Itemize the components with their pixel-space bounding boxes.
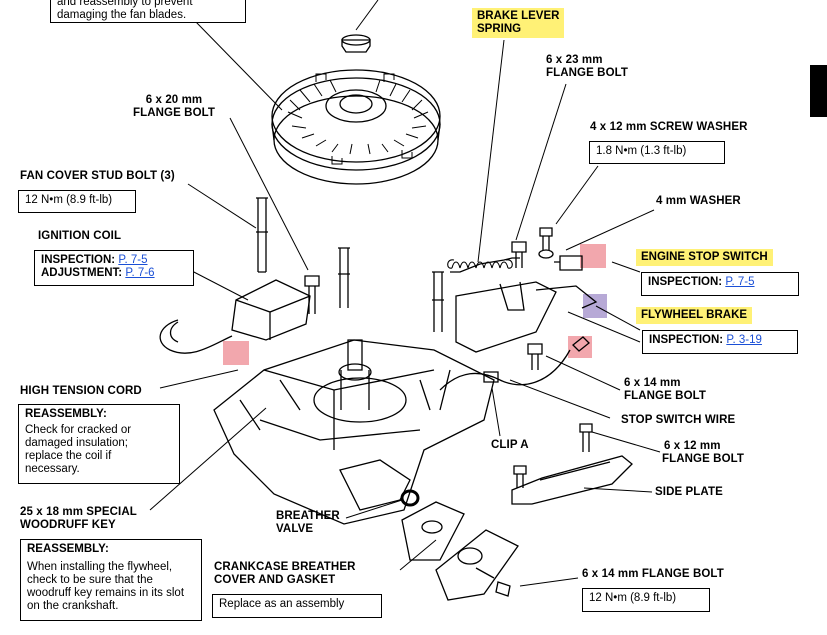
- flange-bolt: [511, 241, 527, 268]
- stop-switch-wire-label: STOP SWITCH WIRE: [621, 414, 736, 426]
- washer: [538, 249, 554, 259]
- flange-bolt-6x23-name: FLANGE BOLT: [546, 67, 629, 79]
- screw: [539, 227, 553, 250]
- coil-clip-marker: [223, 341, 249, 365]
- ignition-inspection-link[interactable]: P. 7-5: [118, 254, 148, 266]
- crankcase-breather-note: Replace as an assembly: [219, 598, 345, 610]
- crankcase-breather-line-2: COVER AND GASKET: [214, 574, 336, 586]
- flange-bolt-6x20-name: FLANGE BOLT: [133, 107, 216, 119]
- flange-bolt-6x14-a-name: FLANGE BOLT: [624, 390, 707, 402]
- leader-lines: [149, 0, 661, 587]
- crankcase-breather-line-1: CRANKCASE BREATHER: [214, 561, 356, 573]
- stud-bolt: [432, 271, 444, 332]
- screw-washer-label: 4 x 12 mm SCREW WASHER: [590, 121, 748, 133]
- flange-bolt: [513, 465, 527, 488]
- ignition-adjustment-link[interactable]: P. 7-6: [125, 267, 155, 279]
- brake-shoe-marker: [568, 336, 592, 358]
- key-reassembly-title: REASSEMBLY:: [27, 543, 109, 555]
- ignition-adjustment-row: ADJUSTMENT: P. 7-6: [41, 267, 187, 280]
- flywheel-brake-assembly: [450, 255, 598, 353]
- stop-switch-wire: [439, 349, 571, 391]
- high-tension-cord-label: HIGH TENSION CORD: [20, 385, 142, 397]
- breather-cover: [435, 529, 519, 601]
- key-reassembly-line: When installing the flywheel,: [27, 561, 173, 573]
- breather-valve-label: BREATHER VALVE: [276, 510, 340, 536]
- ignition-coil: [159, 279, 311, 354]
- flange-bolt-6x20-label: 6 x 20 mm FLANGE BOLT: [133, 94, 215, 120]
- flange-bolt-6x14-b-label: 6 x 14 mm FLANGE BOLT: [582, 568, 724, 580]
- flange-bolt-6x20-size: 6 x 20 mm: [145, 94, 203, 106]
- flange-bolt-6x14-a-size: 6 x 14 mm: [624, 377, 681, 389]
- htc-reassembly-line: replace the coil if: [25, 450, 112, 462]
- htc-reassembly-line: Check for cracked or: [25, 424, 132, 436]
- flange-bolt-6x12-size: 6 x 12 mm: [664, 440, 721, 452]
- brake-lever-spring-line-1: BRAKE LEVER: [477, 10, 560, 22]
- woodruff-key-size: 25 x 18 mm SPECIAL: [20, 506, 137, 518]
- flywheel-brake-label: FLYWHEEL BRAKE: [636, 307, 753, 324]
- side-plate-label: SIDE PLATE: [655, 486, 723, 498]
- fan-cover-stud-bolt-label: FAN COVER STUD BOLT (3): [20, 170, 175, 182]
- ignition-inspection-row: INSPECTION: P. 7-5: [41, 254, 187, 267]
- flange-bolt: [527, 343, 543, 370]
- flange-bolt: [579, 423, 593, 452]
- flywheel-brake-inspection-box: INSPECTION: P. 3-19: [642, 330, 798, 354]
- washer-4mm-label: 4 mm WASHER: [656, 195, 741, 207]
- stud-bolt: [256, 197, 268, 273]
- breather-valve-line-1: BREATHER: [276, 510, 340, 522]
- engine-stop-switch-label: ENGINE STOP SWITCH: [636, 249, 773, 266]
- stop-switch-inspection-box: INSPECTION: P. 7-5: [641, 272, 799, 296]
- flywheel-brake-inspection-link[interactable]: P. 3-19: [726, 334, 762, 346]
- ignition-coil-box: INSPECTION: P. 7-5 ADJUSTMENT: P. 7-6: [34, 250, 194, 286]
- flywheel-brake-inspection-label: INSPECTION:: [649, 334, 724, 346]
- ignition-coil-label: IGNITION COIL: [38, 230, 122, 242]
- brake-lever-spring: [447, 259, 513, 269]
- htc-reassembly-line: damaged insulation;: [25, 437, 128, 449]
- breather-valve-line-2: VALVE: [276, 523, 314, 535]
- brake-lever-spring-label: BRAKE LEVER SPRING: [472, 8, 565, 38]
- woodruff-key-name: WOODRUFF KEY: [20, 519, 116, 531]
- flange-bolt-6x12-label: 6 x 12 mm FLANGE BOLT: [662, 440, 744, 466]
- top-note-box: and reassembly to prevent damaging the f…: [50, 0, 246, 23]
- flange-bolt-6x12-name: FLANGE BOLT: [662, 453, 745, 465]
- htc-reassembly-box: REASSEMBLY: Check for cracked or damaged…: [18, 404, 180, 484]
- stop-switch-inspection-link[interactable]: P. 7-5: [725, 276, 755, 288]
- screw-washer-torque: 1.8 N•m (1.3 ft-lb): [596, 145, 687, 157]
- stop-switch-marker: [580, 244, 606, 268]
- screw-washer-torque-box: 1.8 N•m (1.3 ft-lb): [589, 141, 725, 164]
- flange-bolt-6x23-label: 6 x 23 mm FLANGE BOLT: [546, 54, 628, 80]
- flange-bolt-6x23-size: 6 x 23 mm: [546, 54, 603, 66]
- flywheel: [271, 34, 441, 185]
- flange-bolt-6x14-b-torque: 12 N•m (8.9 ft-lb): [589, 592, 677, 604]
- htc-reassembly-title: REASSEMBLY:: [25, 408, 107, 420]
- flywheel-brake-inspection-row: INSPECTION: P. 3-19: [649, 334, 791, 347]
- flange-bolt-6x14-a-label: 6 x 14 mm FLANGE BOLT: [624, 377, 706, 403]
- ignition-adjustment-label: ADJUSTMENT:: [41, 267, 123, 279]
- ignition-inspection-label: INSPECTION:: [41, 254, 116, 266]
- crankcase-breather-label: CRANKCASE BREATHER COVER AND GASKET: [214, 561, 356, 587]
- breather-gasket: [401, 501, 465, 561]
- fan-cover-stud-torque-box: 12 N•m (8.9 ft-lb): [18, 190, 136, 213]
- crankcase-breather-note-box: Replace as an assembly: [212, 594, 382, 618]
- flange-bolt: [475, 567, 511, 597]
- key-reassembly-line: woodruff key remains in its slot: [27, 587, 185, 599]
- breather-valve: [400, 489, 420, 507]
- clip-a-label: CLIP A: [491, 439, 529, 451]
- brake-lever-spring-line-2: SPRING: [477, 23, 522, 35]
- fan-cover-stud-torque: 12 N•m (8.9 ft-lb): [25, 194, 113, 206]
- engine-block: [213, 339, 495, 525]
- top-note-text: and reassembly to prevent damaging the f…: [57, 0, 193, 21]
- stop-switch-inspection-label: INSPECTION:: [648, 276, 723, 288]
- woodruff-key-label: 25 x 18 mm SPECIAL WOODRUFF KEY: [20, 506, 137, 532]
- key-reassembly-line: check to be sure that the: [27, 574, 153, 586]
- page-tab-marker: [810, 65, 827, 117]
- clip-a: [483, 371, 499, 383]
- htc-reassembly-line: necessary.: [25, 463, 80, 475]
- side-plate: [511, 455, 633, 505]
- key-reassembly-box: REASSEMBLY: When installing the flywheel…: [20, 539, 202, 621]
- flange-bolt-6x14-b-torque-box: 12 N•m (8.9 ft-lb): [582, 588, 710, 612]
- stud-bolt: [338, 247, 350, 308]
- key-reassembly-line: on the crankshaft.: [27, 600, 119, 612]
- stop-switch-inspection-row: INSPECTION: P. 7-5: [648, 276, 792, 289]
